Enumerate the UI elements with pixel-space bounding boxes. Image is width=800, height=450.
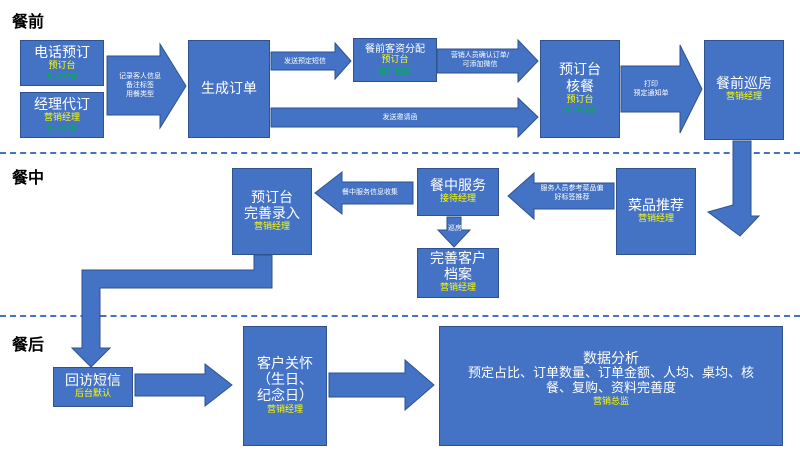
box-follow-up-sms: 回访短信 后台默认 bbox=[53, 367, 133, 407]
box-sub: 客户档案 bbox=[564, 105, 596, 115]
arrow-label-record-info: 记录客人信息 备注标签 用餐类型 bbox=[110, 72, 170, 98]
box-sub: 客户档案 bbox=[46, 123, 78, 133]
arrow-confirm bbox=[436, 38, 539, 84]
arrow-label-collect: 餐中服务信息收集 bbox=[342, 188, 398, 196]
box-role: 营销经理 bbox=[266, 404, 303, 415]
arrow-to-order bbox=[106, 42, 187, 130]
box-title: 餐前客资分配 bbox=[365, 43, 425, 55]
box-data-analysis: 数据分析 预定占比、订单数量、订单金额、人均、桌均、核 餐、复购、资料完善度 营… bbox=[439, 326, 783, 446]
arrow-print bbox=[620, 44, 703, 134]
arrow-label-line: 记录客人信息 bbox=[119, 72, 161, 80]
box-title: 生成订单 bbox=[201, 80, 257, 97]
box-title: 预订台 bbox=[251, 189, 293, 206]
box-title: 客户关怀 bbox=[257, 356, 313, 373]
arrow-label-tour: 巡房 bbox=[448, 224, 462, 232]
box-line-1: 预定占比、订单数量、订单金额、人均、桌均、核 bbox=[467, 366, 754, 382]
box-role: 接待经理 bbox=[439, 194, 476, 205]
box-role: 营销经理 bbox=[439, 283, 476, 294]
arrow-label-line: 打印 bbox=[644, 80, 658, 88]
arrow-record-down bbox=[70, 254, 273, 368]
arrow-ref bbox=[507, 171, 615, 221]
box-pre-meal-assignment: 餐前客资分配 预订台 客户档案 bbox=[353, 38, 437, 82]
section-during-meal: 餐中 bbox=[12, 168, 45, 187]
arrow-label-line: 预定通知单 bbox=[633, 88, 669, 97]
arrow-label-send-sms: 发送预定短信 bbox=[284, 57, 326, 65]
box-complete-record: 预订台 完善录入 营销经理 bbox=[232, 168, 312, 255]
box-complete-profile: 完善客户 档案 营销经理 bbox=[417, 248, 499, 298]
box-title: 回访短信 bbox=[65, 373, 121, 390]
box-customer-care: 客户关怀 （生日、 纪念日） 营销经理 bbox=[243, 326, 327, 446]
section-before-meal: 餐前 bbox=[12, 12, 45, 31]
box-role: 预订台 bbox=[48, 60, 76, 71]
box-title: 餐前巡房 bbox=[716, 76, 772, 93]
box-sub: 客户档案 bbox=[46, 71, 78, 81]
box-line-2: 餐、复购、资料完善度 bbox=[545, 381, 676, 397]
box-title-2: 完善录入 bbox=[244, 205, 300, 222]
box-generate-order: 生成订单 bbox=[188, 40, 270, 138]
arrow-send-sms bbox=[270, 41, 352, 81]
box-check-meal: 预订台 核餐 预订台 客户档案 bbox=[540, 40, 620, 138]
box-pre-meal-tour: 餐前巡房 营销经理 bbox=[704, 40, 784, 140]
box-role: 营销经理 bbox=[637, 213, 674, 224]
arrow-label-line: 营销人员确认订单/ bbox=[450, 51, 510, 59]
box-title-3: 纪念日） bbox=[257, 388, 313, 405]
box-role: 营销经理 bbox=[43, 112, 80, 123]
box-role: 预订台 bbox=[381, 55, 409, 66]
box-role: 预订台 bbox=[566, 94, 594, 105]
arrow-invite bbox=[270, 96, 539, 139]
divider-during-after bbox=[0, 315, 800, 317]
arrow-label-confirm: 营销人员确认订单/ 可添加微信 bbox=[440, 51, 520, 69]
section-after-meal: 餐后 bbox=[12, 335, 45, 354]
arrow-label-ref: 服务人员参考菜品偏 好标签推荐 bbox=[530, 184, 614, 202]
arrow-label-line: 用餐类型 bbox=[126, 89, 154, 98]
box-title-2: （生日、 bbox=[257, 372, 313, 389]
box-title: 完善客户 bbox=[430, 251, 486, 268]
arrow-to-analysis bbox=[328, 358, 435, 412]
arrow-to-care bbox=[134, 362, 233, 408]
box-phone-booking: 电话预订 预订台 客户档案 bbox=[20, 40, 104, 86]
arrow-tour-down bbox=[706, 140, 761, 237]
arrow-label-line: 服务人员参考菜品偏 bbox=[540, 184, 604, 192]
arrow-label-line: 好标签推荐 bbox=[554, 192, 590, 201]
box-in-meal-service: 餐中服务 接待经理 bbox=[417, 168, 499, 216]
box-title: 电话预订 bbox=[34, 44, 90, 61]
box-title: 菜品推荐 bbox=[628, 197, 684, 214]
box-role: 营销经理 bbox=[253, 221, 290, 232]
box-dish-recommend: 菜品推荐 营销经理 bbox=[616, 168, 696, 255]
box-manager-booking: 经理代订 营销经理 客户档案 bbox=[20, 92, 104, 138]
box-title-2: 核餐 bbox=[566, 78, 594, 95]
arrow-tour-service bbox=[436, 216, 472, 248]
box-role: 营销经理 bbox=[725, 92, 762, 103]
arrow-collect bbox=[314, 170, 414, 216]
arrow-label-line: 可添加微信 bbox=[462, 59, 498, 68]
box-role: 营销总监 bbox=[592, 396, 629, 407]
divider-before-during bbox=[0, 152, 800, 154]
box-title: 餐中服务 bbox=[430, 178, 486, 195]
box-title: 经理代订 bbox=[34, 96, 90, 113]
box-sub: 客户档案 bbox=[379, 66, 411, 76]
arrow-label-invite: 发送邀请函 bbox=[382, 113, 418, 121]
box-title-2: 档案 bbox=[444, 267, 472, 284]
box-role: 后台默认 bbox=[74, 389, 111, 400]
arrow-label-print: 打印 预定通知单 bbox=[622, 80, 680, 98]
box-title: 预订台 bbox=[559, 62, 601, 79]
box-title: 数据分析 bbox=[583, 351, 639, 367]
arrow-label-line: 备注标签 bbox=[126, 80, 154, 89]
